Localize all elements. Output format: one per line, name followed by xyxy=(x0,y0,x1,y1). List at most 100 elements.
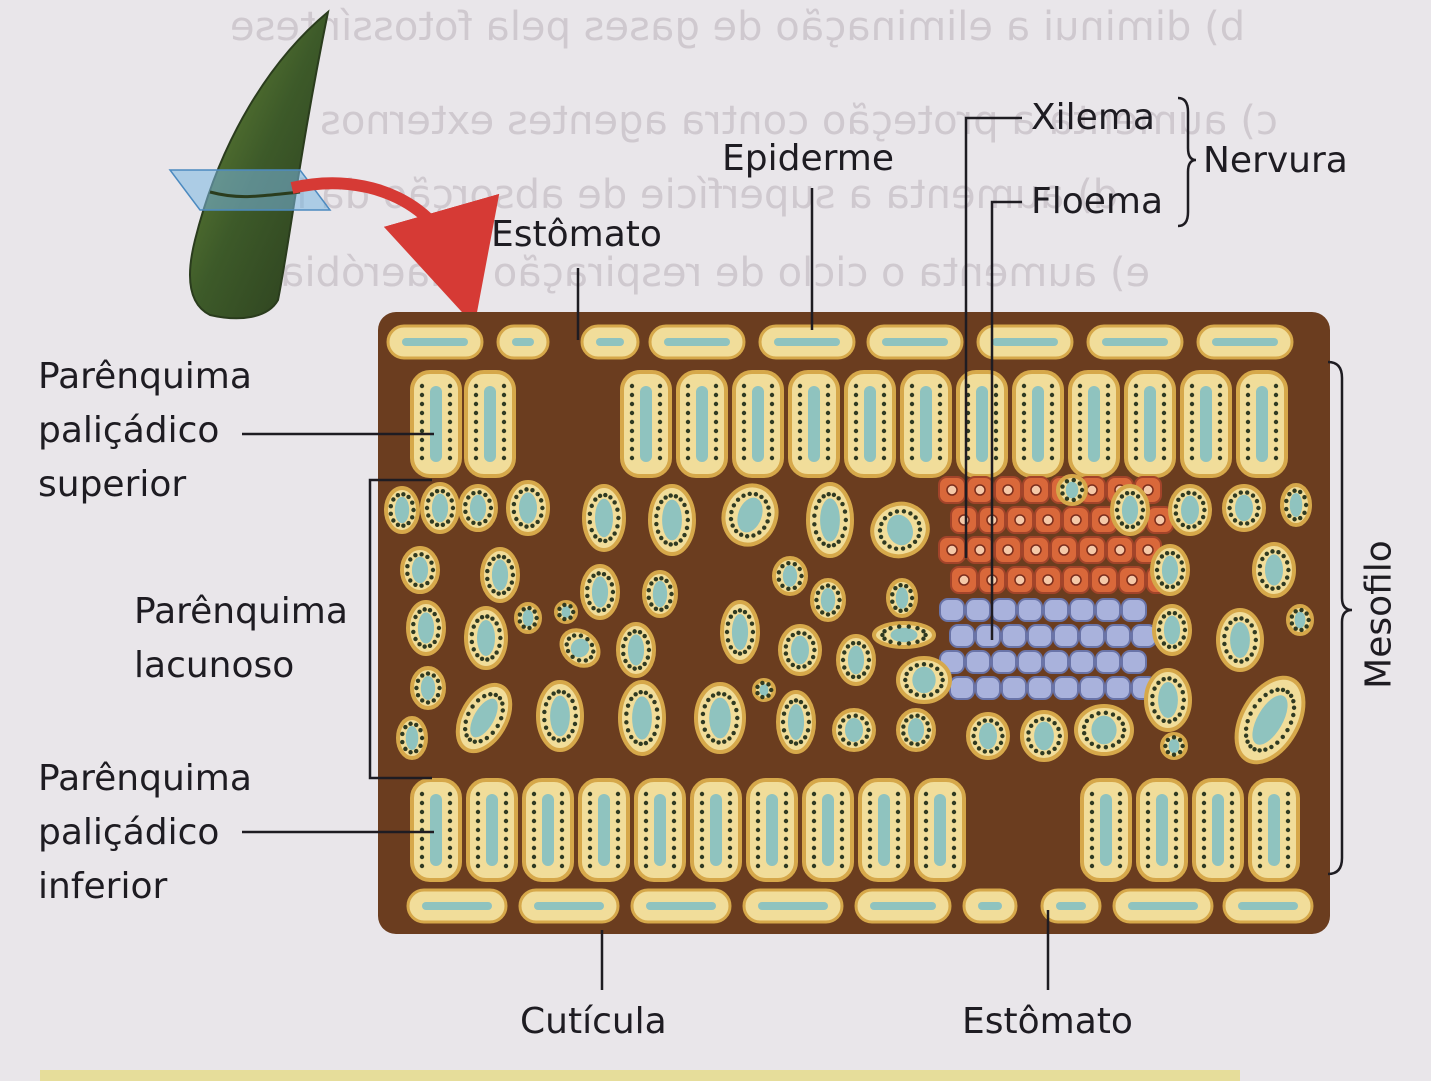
chloroplast xyxy=(564,642,569,647)
chloroplast xyxy=(1089,863,1095,869)
chloroplast xyxy=(792,562,797,567)
leader-lines xyxy=(242,96,1353,990)
chloroplast xyxy=(435,633,441,638)
vacuole xyxy=(731,614,749,650)
chloroplast xyxy=(1049,437,1055,443)
chloroplast xyxy=(440,522,446,528)
vacuole xyxy=(632,696,652,740)
chloroplast xyxy=(881,392,887,398)
chloroplast xyxy=(741,437,747,443)
chloroplast xyxy=(471,624,476,629)
chloroplast xyxy=(1133,437,1139,443)
chloroplast xyxy=(488,692,493,697)
chloroplast xyxy=(1244,657,1250,662)
label-palicadico-superior-line-1: Parênquima xyxy=(38,356,252,397)
chloroplast xyxy=(1254,512,1260,518)
xylem-lumen xyxy=(1058,544,1070,556)
chloroplast xyxy=(1164,550,1170,556)
chloroplast xyxy=(738,532,744,537)
chloroplast xyxy=(578,633,584,638)
chloroplast xyxy=(501,410,507,416)
chloroplast xyxy=(1077,446,1083,452)
chloroplast xyxy=(531,854,537,860)
chloroplast xyxy=(923,632,928,638)
chloroplast xyxy=(624,711,629,716)
chloroplast xyxy=(1243,733,1249,738)
chloroplast xyxy=(632,666,637,671)
vacuole xyxy=(430,794,442,866)
chloroplast xyxy=(500,708,505,713)
chloroplast xyxy=(435,618,441,623)
chloroplast xyxy=(1217,455,1223,461)
chloroplast xyxy=(797,419,803,425)
chloroplast xyxy=(1189,446,1195,452)
chloroplast xyxy=(419,446,425,452)
chloroplast xyxy=(839,836,845,842)
chloroplast xyxy=(517,612,523,617)
vacuole xyxy=(430,386,442,462)
chloroplast xyxy=(1245,410,1251,416)
chloroplast xyxy=(464,733,469,738)
chloroplast xyxy=(654,521,659,527)
chloroplast xyxy=(1248,711,1253,716)
chloroplast xyxy=(907,543,912,549)
chloroplast xyxy=(776,577,782,582)
chloroplast xyxy=(1287,491,1292,497)
chloroplast xyxy=(467,737,473,742)
chloroplast xyxy=(1081,724,1087,730)
chloroplast xyxy=(543,702,549,707)
chloroplast xyxy=(1046,750,1052,755)
chloroplast xyxy=(466,495,471,500)
chloroplast xyxy=(1273,419,1279,425)
phloem-cell xyxy=(1053,676,1079,700)
chloroplast xyxy=(1197,494,1202,500)
chloroplast xyxy=(753,492,759,497)
chloroplast xyxy=(587,863,593,869)
vacuole xyxy=(1212,338,1278,346)
chloroplast xyxy=(1245,521,1250,526)
chloroplast xyxy=(531,845,537,851)
vacuole xyxy=(782,565,798,587)
chloroplast xyxy=(853,446,859,452)
vacuole xyxy=(1181,495,1199,525)
chloroplast xyxy=(615,863,621,869)
chloroplast xyxy=(408,750,413,755)
chloroplast xyxy=(755,854,761,860)
vacuole xyxy=(820,498,840,542)
chloroplast xyxy=(923,854,929,860)
chloroplast xyxy=(840,501,845,507)
chloroplast xyxy=(1173,504,1179,509)
chloroplast xyxy=(1229,845,1235,851)
chloroplast xyxy=(671,854,677,860)
spongy-cell xyxy=(1216,608,1264,672)
chloroplast xyxy=(727,736,732,741)
xylem-lumen xyxy=(1014,574,1026,586)
chloroplast xyxy=(587,854,593,860)
spongy-cell xyxy=(410,666,446,710)
chloroplast xyxy=(951,845,957,851)
chloroplast xyxy=(737,608,743,613)
chloroplast xyxy=(559,800,565,806)
vacuole xyxy=(431,493,449,523)
chloroplast xyxy=(469,639,475,645)
chloroplast xyxy=(895,854,901,860)
chloroplast xyxy=(447,791,453,797)
chloroplast xyxy=(646,588,652,593)
chloroplast xyxy=(796,664,801,670)
chloroplast xyxy=(1304,611,1309,616)
chloroplast xyxy=(401,523,406,528)
chloroplast xyxy=(1180,705,1185,711)
chloroplast xyxy=(727,827,733,833)
chloroplast xyxy=(856,640,862,646)
chloroplast xyxy=(1222,641,1227,647)
chloroplast xyxy=(484,735,490,741)
chloroplast xyxy=(472,739,478,744)
chloroplast xyxy=(831,585,836,590)
chloroplast xyxy=(1229,854,1235,860)
chloroplast xyxy=(1200,500,1206,506)
chloroplast xyxy=(487,583,492,589)
chloroplast xyxy=(531,827,537,833)
chloroplast xyxy=(1161,718,1166,723)
chloroplast xyxy=(722,692,727,697)
chloroplast xyxy=(668,493,673,498)
